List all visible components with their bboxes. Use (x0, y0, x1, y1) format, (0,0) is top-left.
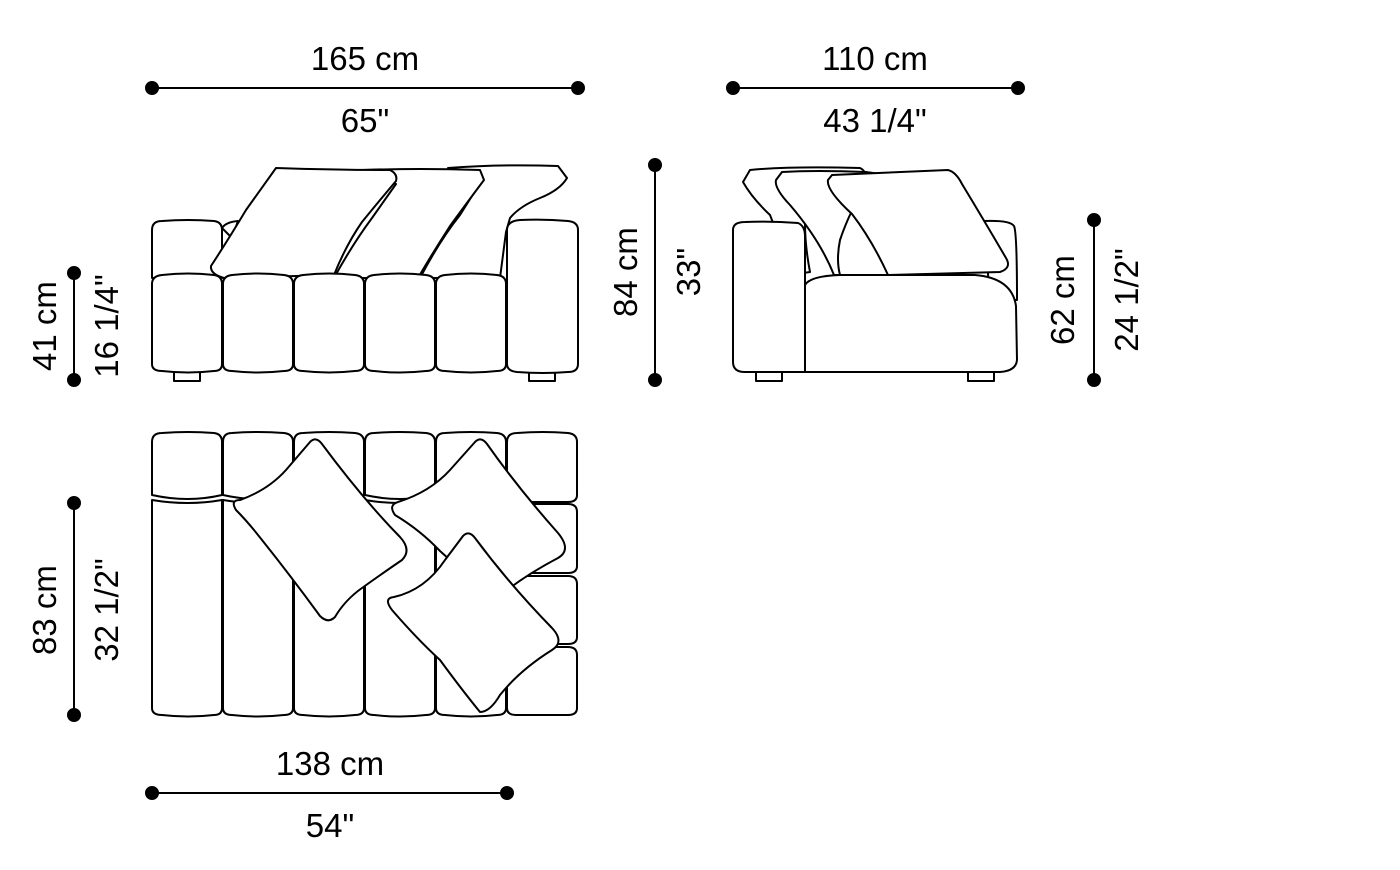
side-depth-metric-label: 110 cm (822, 40, 928, 77)
arm-height-imperial-label: 24 1/2" (1108, 248, 1145, 352)
top-depth-imperial-label: 32 1/2" (88, 558, 125, 662)
side-depth-imperial-label: 43 1/4" (823, 102, 927, 139)
seat-height-imperial-label: 16 1/4" (88, 274, 125, 378)
side-view (732, 166, 1018, 382)
top-width-metric-label: 138 cm (275, 745, 385, 782)
top-view (151, 431, 578, 718)
total-height-metric-label: 84 cm (607, 227, 644, 317)
dimension-lines (67, 81, 1101, 800)
front-width-imperial-label: 65" (340, 102, 390, 139)
seat-height-metric-label: 41 cm (26, 281, 63, 371)
top-width-imperial-label: 54" (305, 807, 355, 844)
front-width-metric-label: 165 cm (310, 40, 420, 77)
top-depth-metric-label: 83 cm (26, 565, 63, 655)
arm-height-metric-label: 62 cm (1044, 255, 1081, 345)
total-height-imperial-label: 33" (670, 247, 707, 297)
front-view (151, 164, 579, 382)
